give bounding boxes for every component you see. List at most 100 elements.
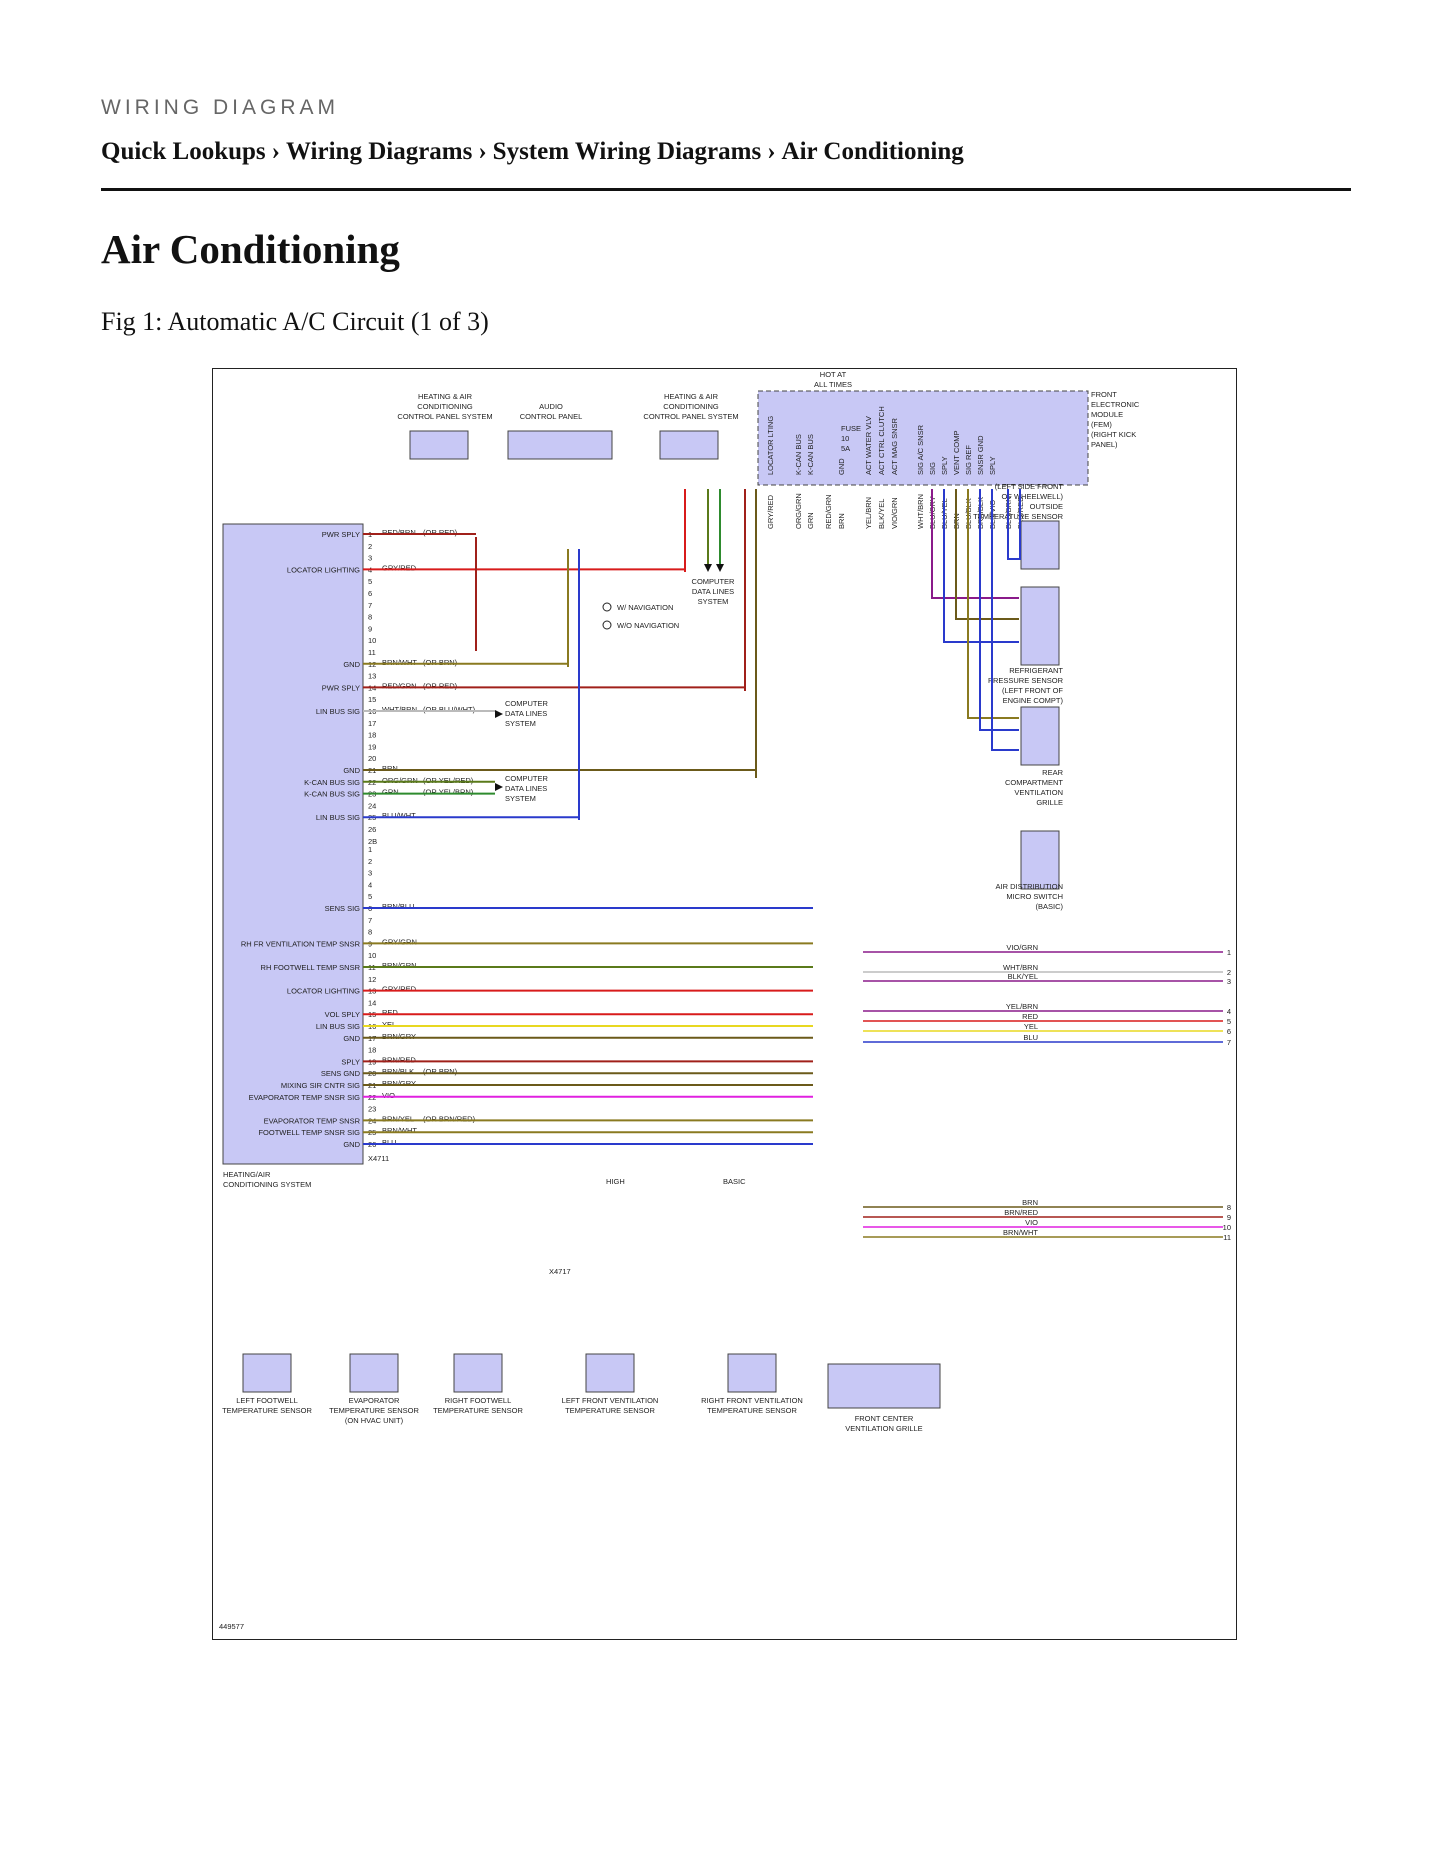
breadcrumb-air-conditioning[interactable]: Air Conditioning <box>781 138 964 165</box>
wire-color-label: BRN <box>382 764 398 773</box>
variant-basic-label: BASIC <box>723 1177 746 1186</box>
right-front-vent-sensor-label: RIGHT FRONT VENTILATION <box>701 1396 803 1405</box>
fem-pin-label: VENT COMP <box>952 431 961 475</box>
module-pin-name: GND <box>343 1140 360 1149</box>
module-pin-name: EVAPORATOR TEMP SNSR SIG <box>249 1093 361 1102</box>
offpage-connector-number: 9 <box>1227 1213 1231 1222</box>
left-front-vent-sensor <box>585 1353 635 1393</box>
offpage-connector-number: 10 <box>1223 1223 1231 1232</box>
air-distribution-switch-label: (BASIC) <box>1035 902 1063 911</box>
connector-pin-number: 1 <box>368 845 372 854</box>
wire-blu-gry <box>991 489 1019 751</box>
fem-pin-label: SNSR GND <box>976 435 985 475</box>
header-divider <box>101 188 1351 191</box>
module-pin-name: SPLY <box>341 1057 360 1066</box>
offpage-wire-label: BLK/YEL <box>1008 972 1038 981</box>
offpage-connector-number: 11 <box>1223 1233 1231 1242</box>
right-front-vent-sensor <box>727 1353 777 1393</box>
fem-label: (FEM) <box>1091 420 1112 429</box>
fem-pin-label: ACT MAG SNSR <box>890 417 899 475</box>
wire-color-label: GRY/RED <box>382 563 417 572</box>
refrigerant-sensor-label: ENGINE COMPT) <box>1003 696 1064 705</box>
refrigerant-sensor-label: PRESSURE SENSOR <box>988 676 1064 685</box>
connector-pin-number: 26 <box>368 825 376 834</box>
connector-pin-number: 7 <box>368 916 372 925</box>
left-footwell-sensor-label: TEMPERATURE SENSOR <box>222 1406 312 1415</box>
breadcrumb-wiring-diagrams[interactable]: Wiring Diagrams <box>286 138 473 165</box>
wire-blu-red <box>1019 489 1021 560</box>
figure-caption: Fig 1: Automatic A/C Circuit (1 of 3) <box>101 307 489 336</box>
module-pin-name: GND <box>343 766 360 775</box>
module-pin-name: EVAPORATOR TEMP SNSR <box>264 1116 361 1125</box>
hac-module-label: CONDITIONING SYSTEM <box>223 1180 311 1189</box>
offpage-wire-label: WHT/BRN <box>1003 963 1038 972</box>
module-pin-name: LIN BUS SIG <box>316 813 360 822</box>
refrigerant-sensor-label: REFRIGERANT <box>1009 666 1063 675</box>
connector-pin-number: 11 <box>368 648 376 657</box>
module-pin-name: MIXING SIR CNTR SIG <box>281 1081 360 1090</box>
module-pin-name: GND <box>343 1034 360 1043</box>
hac-control-panel-label: CONTROL PANEL SYSTEM <box>397 412 492 421</box>
wire-note-label: (OR RED) <box>423 528 458 537</box>
rear-vent-grille-label: REAR <box>1042 768 1063 777</box>
fem-wire-label: GRN <box>806 512 815 529</box>
nav-legend-marker <box>602 602 612 612</box>
fem-wire-label: RED/GRN <box>824 494 833 529</box>
wire-color-label: RED/BRN <box>382 528 416 537</box>
connector-pin-number: 18 <box>368 731 376 740</box>
nav-legend-marker <box>602 620 612 630</box>
connector-pin-number: 10 <box>368 951 376 960</box>
offpage-connector-number: 4 <box>1227 1007 1231 1016</box>
offpage-wire-label: BRN/RED <box>1004 1208 1038 1217</box>
connector-pin-number: 24 <box>368 801 376 810</box>
wire-brn-blk <box>955 489 1019 620</box>
evaporator-temp-sensor-label: TEMPERATURE SENSOR <box>329 1406 419 1415</box>
hot-at-all-times-label: HOT AT <box>820 370 847 379</box>
fem-label: ELECTRONIC <box>1091 400 1140 409</box>
offpage-wire-label: VIO <box>1025 1218 1038 1227</box>
fuse-label: FUSE <box>841 424 861 433</box>
fem-wire-label: ORG/GRN <box>794 493 803 529</box>
fem-pin-label: K-CAN BUS <box>794 434 803 475</box>
fem-pin-label: K-CAN BUS <box>806 434 815 475</box>
connector-2b-label: 2B <box>368 837 377 846</box>
variant-high-label: HIGH <box>606 1177 625 1186</box>
connector-pin-number: 13 <box>368 672 376 681</box>
wire-note-label: (OR RED) <box>423 681 458 690</box>
offpage-wire-label: VIO/GRN <box>1006 943 1038 952</box>
wire-color-label: YEL <box>382 1020 396 1029</box>
fem-wire-label: YEL/BRN <box>864 497 873 529</box>
wire-color-label: GRN <box>382 788 399 797</box>
connector-pin-number: 15 <box>368 695 376 704</box>
audio-control-panel-label: CONTROL PANEL <box>520 412 583 421</box>
hac-module-label: HEATING/AIR <box>223 1170 271 1179</box>
wire-note-label: (OR BLU/WHT) <box>423 705 476 714</box>
module-pin-name: RH FOOTWELL TEMP SNSR <box>261 963 361 972</box>
computer-data-lines-label: COMPUTER <box>505 774 549 783</box>
hac-control-panel-label: HEATING & AIR <box>418 392 473 401</box>
offpage-wire-label: BLU <box>1023 1033 1038 1042</box>
breadcrumb: Quick Lookups›Wiring Diagrams›System Wir… <box>101 138 964 166</box>
fem-label: MODULE <box>1091 410 1123 419</box>
fem-pin-label: GND <box>837 458 846 475</box>
computer-data-lines-label: DATA LINES <box>692 587 734 596</box>
breadcrumb-separator: › <box>271 138 280 165</box>
offpage-connector-number: 7 <box>1227 1038 1231 1047</box>
fem-label: PANEL) <box>1091 440 1118 449</box>
outside-temp-sensor-label: OUTSIDE <box>1030 502 1063 511</box>
breadcrumb-system-wiring-diagrams[interactable]: System Wiring Diagrams <box>492 138 762 165</box>
refrigerant-pressure-sensor <box>1020 586 1060 666</box>
breadcrumb-quick-lookups[interactable]: Quick Lookups <box>101 138 266 165</box>
fem-wire-label: VIO/GRN <box>890 497 899 529</box>
rear-vent-grille-label: GRILLE <box>1036 798 1063 807</box>
connector-pin-number: 9 <box>368 624 372 633</box>
hac-control-panel-left <box>409 430 469 460</box>
connector-pin-number: 2 <box>368 857 372 866</box>
wire-color-label: GRY/GRN <box>382 937 417 946</box>
module-pin-name: K-CAN BUS SIG <box>304 778 360 787</box>
wire-note-label: (OR BRN) <box>423 1067 458 1076</box>
right-footwell-sensor-label: TEMPERATURE SENSOR <box>433 1406 523 1415</box>
module-pin-name: RH FR VENTILATION TEMP SNSR <box>241 939 361 948</box>
connector-pin-number: 5 <box>368 892 372 901</box>
connector-pin-number: 8 <box>368 928 372 937</box>
